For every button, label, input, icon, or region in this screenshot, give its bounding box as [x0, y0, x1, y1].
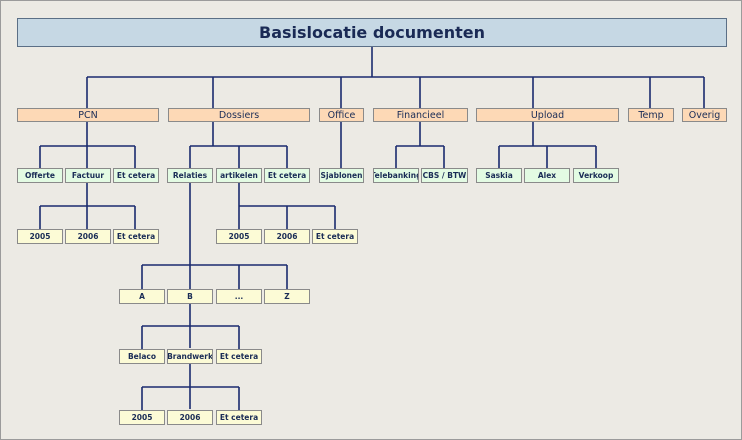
- node-brandwerk: Brandwerk: [167, 349, 213, 364]
- node-factuur-2005: 2005: [17, 229, 63, 244]
- page-title: Basislocatie documenten: [259, 23, 485, 42]
- title-box: Basislocatie documenten: [17, 18, 727, 47]
- node-artikelen-2005: 2005: [216, 229, 262, 244]
- node-factuur-2006: 2006: [65, 229, 111, 244]
- node-dossiers-et-cetera: Et cetera: [264, 168, 310, 183]
- node-artikelen-2006: 2006: [264, 229, 310, 244]
- node-relatie-ellipsis: ...: [216, 289, 262, 304]
- node-saskia: Saskia: [476, 168, 522, 183]
- node-relatie-b: B: [167, 289, 213, 304]
- category-office: Office: [319, 108, 364, 122]
- category-dossiers: Dossiers: [168, 108, 310, 122]
- node-offerte: Offerte: [17, 168, 63, 183]
- node-cbs-btw: CBS / BTW: [421, 168, 468, 183]
- node-relaties: Relaties: [167, 168, 213, 183]
- node-pcn-et-cetera: Et cetera: [113, 168, 159, 183]
- node-relatie-a: A: [119, 289, 165, 304]
- node-verkoop: Verkoop: [573, 168, 619, 183]
- node-factuur: Factuur: [65, 168, 111, 183]
- node-sjablonen: Sjablonen: [319, 168, 364, 183]
- node-relatie-z: Z: [264, 289, 310, 304]
- category-temp: Temp: [628, 108, 674, 122]
- category-upload: Upload: [476, 108, 619, 122]
- node-telebanking: Telebanking: [373, 168, 419, 183]
- node-factuur-et-cetera: Et cetera: [113, 229, 159, 244]
- category-pcn: PCN: [17, 108, 159, 122]
- node-alex: Alex: [524, 168, 570, 183]
- node-artikelen: artikelen: [216, 168, 262, 183]
- category-overig: Overig: [682, 108, 727, 122]
- node-brandwerk-2005: 2005: [119, 410, 165, 425]
- node-brandwerk-2006: 2006: [167, 410, 213, 425]
- node-b-et-cetera: Et cetera: [216, 349, 262, 364]
- node-brandwerk-et-cetera: Et cetera: [216, 410, 262, 425]
- category-financieel: Financieel: [373, 108, 468, 122]
- node-belaco: Belaco: [119, 349, 165, 364]
- node-artikelen-et-cetera: Et cetera: [312, 229, 358, 244]
